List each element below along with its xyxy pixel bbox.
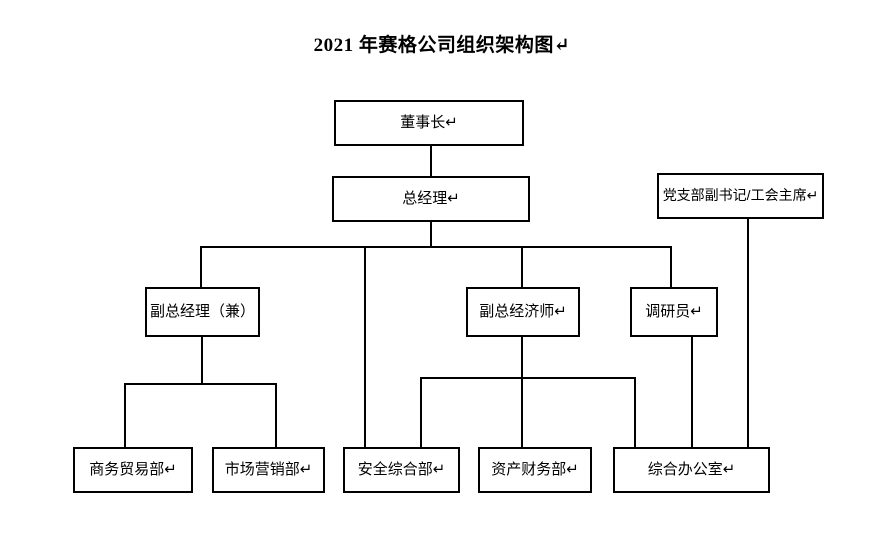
node-chairman[interactable]: 董事长↵ xyxy=(334,100,524,146)
connector-main-bus xyxy=(200,246,672,248)
connector-bus-to-marketing xyxy=(275,383,277,448)
connector-deputy-economist-bus xyxy=(420,377,636,379)
node-safety-comprehensive-department[interactable]: 安全综合部↵ xyxy=(343,447,460,493)
connector-bus-to-deputy-economist xyxy=(521,246,523,287)
page-title: 2021 年赛格公司组织架构图↵ xyxy=(313,35,571,56)
connector-bus-to-deputy-gm xyxy=(200,246,202,287)
connector-bus-to-researcher xyxy=(670,246,672,287)
connector-econ-bus-to-general-office xyxy=(634,377,636,448)
node-general-manager[interactable]: 总经理↵ xyxy=(332,176,530,222)
connector-chairman-to-gm xyxy=(430,145,432,176)
node-party-secretary-union-chair[interactable]: 党支部副书记/工会主席↵ xyxy=(657,173,824,219)
connector-deputy-gm-bus xyxy=(124,383,277,385)
node-researcher[interactable]: 调研员↵ xyxy=(630,287,718,337)
connector-bus-to-business-trade xyxy=(124,383,126,448)
node-marketing-department[interactable]: 市场营销部↵ xyxy=(212,447,325,493)
connector-deputy-economist-down xyxy=(521,337,523,448)
node-asset-finance-department[interactable]: 资产财务部↵ xyxy=(478,447,592,493)
node-deputy-general-manager[interactable]: 副总经理（兼） xyxy=(145,287,260,337)
node-business-trade-department[interactable]: 商务贸易部↵ xyxy=(73,447,193,493)
node-deputy-chief-economist[interactable]: 副总经济师↵ xyxy=(466,287,580,337)
node-general-office[interactable]: 综合办公室↵ xyxy=(613,447,770,493)
connector-gm-down xyxy=(430,222,432,247)
connector-party-to-general-office xyxy=(747,219,749,448)
connector-bus-to-safety xyxy=(364,246,366,448)
connector-researcher-to-general-office xyxy=(691,337,693,448)
connector-deputy-gm-down xyxy=(201,337,203,384)
connector-econ-bus-to-safety xyxy=(420,377,422,448)
